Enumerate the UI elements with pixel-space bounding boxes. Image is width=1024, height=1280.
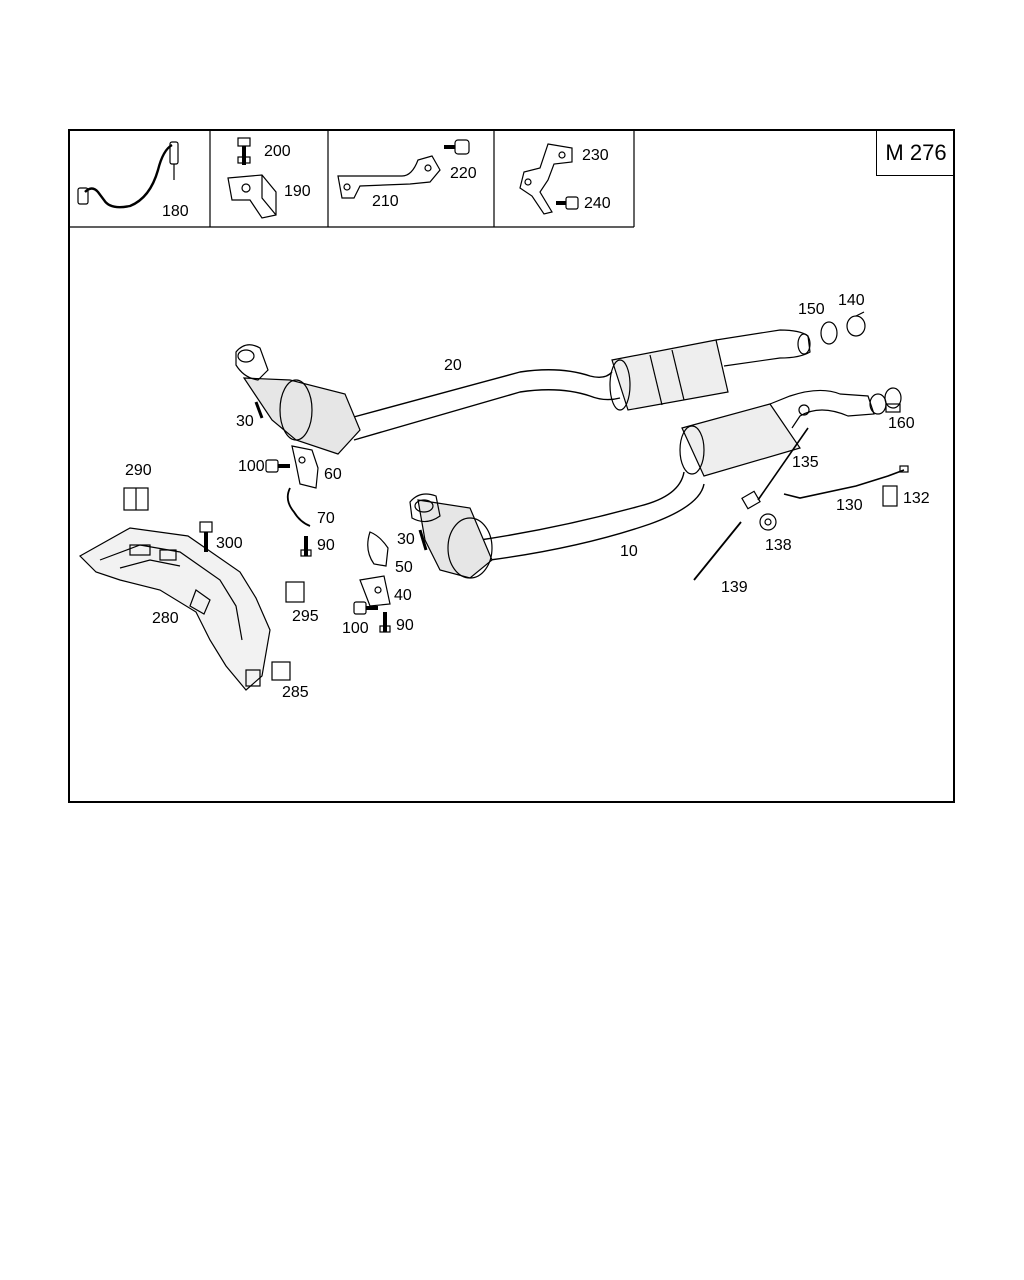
bolt-part-90-upper [300,536,312,557]
part-label-300[interactable]: 300 [216,535,243,552]
clamp-part-160 [884,387,902,413]
bushing-part-290 [123,487,149,511]
part-label-190[interactable]: 190 [284,183,311,200]
bolt-part-300 [199,521,213,552]
part-label-20[interactable]: 20 [444,357,462,374]
part-label-10[interactable]: 10 [620,543,638,560]
stud-part-30-upper [254,401,264,419]
bracket-part-190 [227,174,277,219]
crossmember-part-280 [79,527,271,691]
part-label-295[interactable]: 295 [292,608,319,625]
grommet-part-138 [759,513,777,531]
part-label-135[interactable]: 135 [792,454,819,471]
bracket-part-210 [337,155,441,199]
part-label-160[interactable]: 160 [888,415,915,432]
part-label-100-upper[interactable]: 100 [238,458,265,475]
part-label-30-upper[interactable]: 30 [236,413,254,430]
part-label-140[interactable]: 140 [838,292,865,309]
part-label-285[interactable]: 285 [282,684,309,701]
stud-part-30-lower [418,529,428,551]
part-label-100-lower[interactable]: 100 [342,620,369,637]
part-label-180[interactable]: 180 [162,203,189,220]
bracket-part-60 [291,445,319,489]
sensor-part-135 [741,427,809,510]
cable-part-139 [693,521,742,581]
exhaust-pipe-part-10 [409,389,887,579]
cable-part-130 [783,465,909,499]
diagram-frame [68,129,955,803]
part-label-132[interactable]: 132 [903,490,930,507]
part-label-138[interactable]: 138 [765,537,792,554]
part-label-150[interactable]: 150 [798,301,825,318]
part-label-60[interactable]: 60 [324,466,342,483]
part-label-30-lower[interactable]: 30 [397,531,415,548]
part-label-70[interactable]: 70 [317,510,335,527]
bolt-part-90-lower [379,612,391,633]
bracket-part-230 [519,143,573,215]
part-label-139[interactable]: 139 [721,579,748,596]
mount-part-285 [245,661,291,687]
clamp-part-150 [820,321,838,345]
connector-part-132 [882,485,898,507]
part-label-230[interactable]: 230 [582,147,609,164]
part-label-290[interactable]: 290 [125,462,152,479]
bolt-part-240 [556,196,579,210]
part-label-90-lower[interactable]: 90 [396,617,414,634]
mount-part-295 [285,581,305,603]
engine-code-box: M 276 [876,130,955,176]
oxygen-sensor-part-180 [77,141,179,209]
bolt-part-100-lower [353,601,378,615]
part-label-90-upper[interactable]: 90 [317,537,335,554]
exhaust-pipe-part-20 [235,329,811,455]
part-label-240[interactable]: 240 [584,195,611,212]
part-label-200[interactable]: 200 [264,143,291,160]
clamp-part-140 [846,311,866,337]
part-label-50[interactable]: 50 [395,559,413,576]
bolt-part-220 [444,139,470,155]
bracket-part-40 [359,575,391,607]
part-label-210[interactable]: 210 [372,193,399,210]
bolt-part-200 [237,137,251,165]
part-label-280[interactable]: 280 [152,610,179,627]
bracket-part-70 [286,487,311,527]
bolt-part-100-upper [265,459,290,473]
part-label-220[interactable]: 220 [450,165,477,182]
part-label-130[interactable]: 130 [836,497,863,514]
bracket-part-50 [367,531,389,567]
part-label-40[interactable]: 40 [394,587,412,604]
